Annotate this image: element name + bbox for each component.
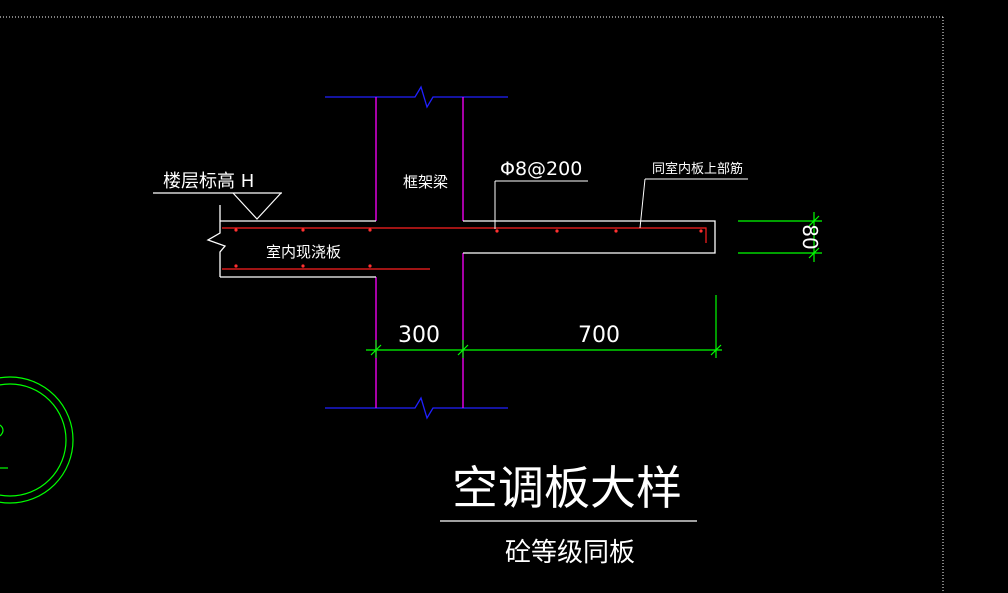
rebar-dots [234,228,703,268]
horizontal-dimension [366,295,722,358]
top-break-line [325,85,508,109]
vertical-dimension [738,212,822,262]
sheet-border [0,16,944,593]
rebar-lines [222,227,707,270]
rebar-spec-label: Φ8@200 [500,158,582,180]
rebar-spec-leader [494,180,588,229]
slab-outline [206,205,716,278]
indoor-slab-label: 室内现浇板 [266,243,341,261]
bottom-break-line [325,396,508,420]
elevation-symbol [153,192,282,220]
drawing-title: 空调板大样 [452,461,682,515]
frame-beam-lines [375,97,464,408]
top-rebar-note-leader [639,178,748,229]
slab-overhang-dimension: 700 [578,323,620,348]
floor-elevation-label: 楼层标高 H [163,171,254,192]
frame-beam-label: 框架梁 [403,173,448,191]
beam-width-dimension: 300 [398,323,440,348]
drawing-subtitle: 砼等级同板 [505,538,635,568]
section-marker-symbol [0,376,74,504]
top-rebar-note-label: 同室内板上部筋 [652,161,743,177]
slab-thickness-dimension: 80 [798,224,822,249]
